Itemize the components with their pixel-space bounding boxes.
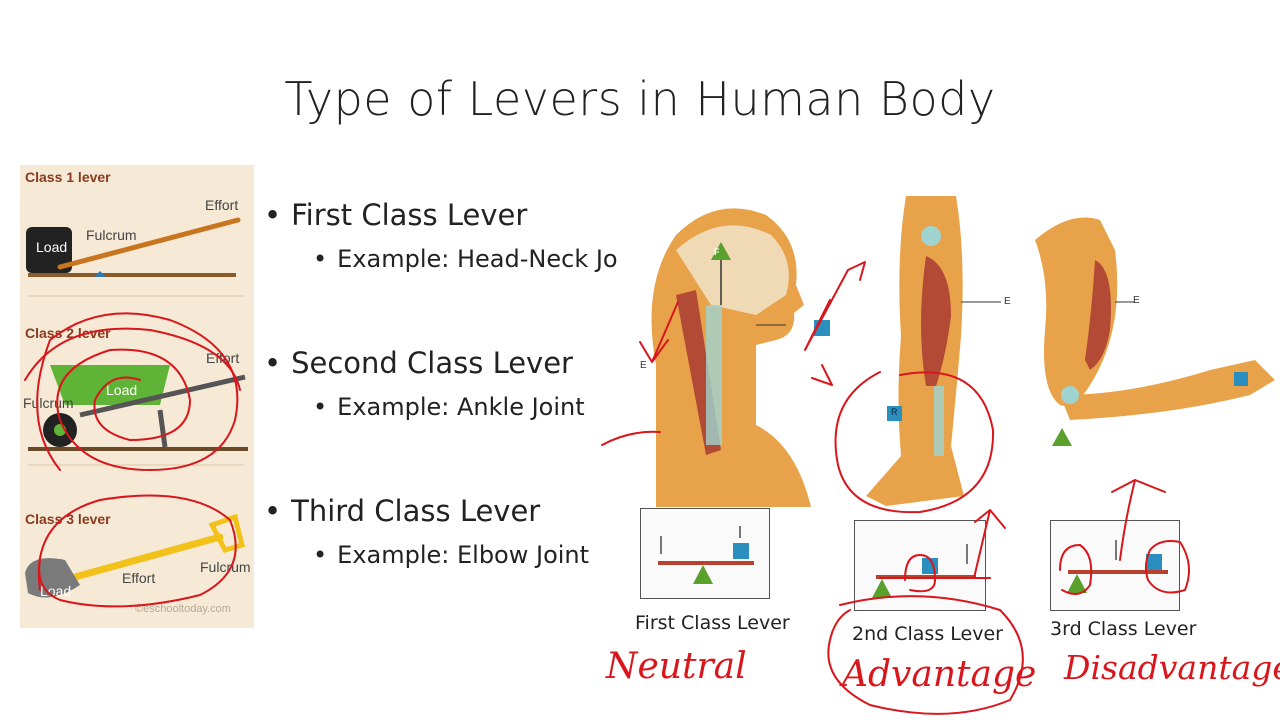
head-neck-illustration — [651, 208, 811, 508]
ankle-effort-label: E — [1004, 296, 1011, 307]
class2-effort-label: Effort — [206, 350, 240, 366]
ankle-resistance-letter: R — [891, 407, 898, 417]
head-effort-label: E — [640, 360, 647, 371]
head-resistance-marker — [814, 320, 830, 336]
class1-title: Class 1 lever — [25, 169, 111, 185]
caption-first-class: First Class Lever — [635, 612, 790, 634]
bullet-dot: • — [264, 494, 282, 528]
bullet-second-class-text: Second Class Lever — [291, 346, 573, 380]
third-class-schematic — [1050, 520, 1180, 611]
class3-fulcrum-label: Fulcrum — [200, 559, 251, 575]
class1-bar — [57, 217, 241, 270]
ankle-illustration — [866, 196, 1001, 506]
first-class-schematic — [640, 508, 770, 599]
class3-load-label: Load — [40, 583, 72, 599]
handwritten-disadvantage: Disadvantage — [1064, 648, 1280, 687]
sub-bullet-third-example-text: Example: Elbow Joint — [337, 541, 590, 569]
bullet-dot: • — [313, 245, 328, 273]
elbow-fulcrum-marker — [1052, 428, 1072, 446]
class1-ground — [28, 273, 236, 277]
class1-rock — [26, 227, 72, 273]
head-fulcrum-marker — [711, 242, 731, 260]
head-fulcrum-letter: F — [714, 247, 720, 257]
class2-title: Class 2 lever — [25, 325, 111, 341]
class3-title: Class 3 lever — [25, 511, 111, 527]
sub-bullet-second-example-text: Example: Ankle Joint — [337, 393, 585, 421]
sub-bullet-third-example: • Example: Elbow Joint — [313, 541, 589, 569]
second-class-schematic — [854, 520, 986, 611]
shovel-grip — [208, 513, 246, 553]
bullet-second-class: • Second Class Lever — [264, 346, 573, 380]
handwritten-neutral: Neutral — [606, 646, 747, 687]
bullet-dot: • — [264, 346, 282, 380]
bullet-first-class: • First Class Lever — [264, 198, 527, 232]
sub-bullet-second-example: • Example: Ankle Joint — [313, 393, 585, 421]
image-credit: ©eschooltoday.com — [135, 603, 231, 615]
caption-third-class: 3rd Class Lever — [1050, 618, 1197, 640]
class2-load-label: Load — [106, 382, 138, 398]
class3-effort-label: Effort — [122, 570, 156, 586]
bullet-dot: • — [264, 198, 282, 232]
class1-fulcrum — [94, 271, 106, 277]
sub-bullet-first-example: • Example: Head-Neck Jo — [313, 245, 618, 273]
sub-bullet-first-example-text: Example: Head-Neck Jo — [337, 245, 618, 273]
bullet-third-class: • Third Class Lever — [264, 494, 540, 528]
bullet-dot: • — [313, 393, 328, 421]
class1-effort-label: Effort — [205, 197, 239, 213]
class2-fulcrum-label: Fulcrum — [23, 395, 74, 411]
bullet-dot: • — [313, 541, 328, 569]
elbow-resistance-marker — [1234, 372, 1248, 386]
elbow-illustration — [1035, 217, 1275, 420]
handwritten-advantage: Advantage — [842, 654, 1037, 695]
bullet-third-class-text: Third Class Lever — [291, 494, 541, 528]
caption-second-class: 2nd Class Lever — [852, 623, 1003, 645]
slide-title: Type of Levers in Human Body — [284, 72, 996, 126]
class1-fulcrum-label: Fulcrum — [86, 227, 137, 243]
elbow-effort-label: E — [1133, 295, 1140, 306]
class1-load-label: Load — [36, 239, 68, 255]
bullet-first-class-text: First Class Lever — [291, 198, 528, 232]
lever-classes-infographic: Class 1 lever Effort Fulcrum Load Class … — [20, 165, 254, 628]
